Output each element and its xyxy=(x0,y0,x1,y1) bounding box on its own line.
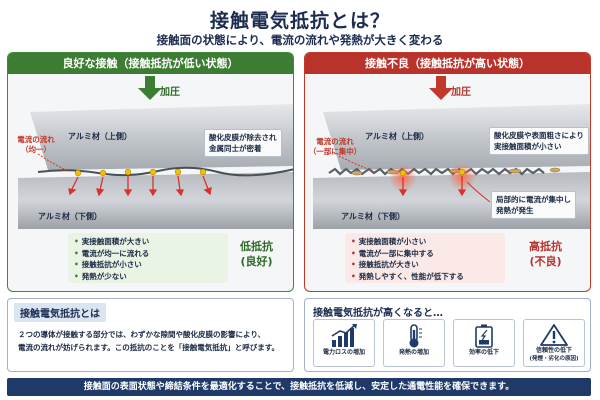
effect-card-power-loss: 電力ロスの増加 xyxy=(313,319,375,367)
page-subtitle: 接触面の状態により、電流の流れや発熱が大きく変わる xyxy=(156,33,444,47)
warning-icon xyxy=(540,324,568,346)
definition-box: 接触電気抵抗とは ２つの導体が接触する部分では、わずかな隙間や酸化皮膜の影響によ… xyxy=(7,298,294,372)
list-item: 電流が一部に集中する xyxy=(351,248,499,260)
good-bullet-list: 実接触面積が大きい 電流が均一に流れる 接触抵抗が小さい 発熱が少ない xyxy=(68,233,228,283)
thermometer-icon xyxy=(409,324,422,348)
definition-title: 接触電気抵抗とは xyxy=(14,303,106,322)
good-contact-panel: 良好な接触（接触抵抗が低い状態） xyxy=(7,52,294,292)
battery-icon xyxy=(475,324,493,348)
effects-title: 接触電気抵抗が高くなると… xyxy=(313,308,443,319)
list-item: 接触抵抗が大きい xyxy=(351,259,499,271)
bad-press-arrow xyxy=(429,76,453,100)
good-press-arrow xyxy=(138,76,162,100)
list-item: 発熱が少ない xyxy=(74,271,222,283)
list-item: 電流が均一に流れる xyxy=(74,248,222,260)
bad-contact-panel: 接触不良（接触抵抗が高い状態） 加圧 アルミ材 xyxy=(304,52,591,292)
good-callout: 酸化皮膜が除去され 金属同士が密着 xyxy=(204,129,282,157)
effect-card-heat: 発熱の増加 xyxy=(383,319,445,367)
effects-box: 接触電気抵抗が高くなると… 電力ロスの増加 発熱の増加 xyxy=(304,298,591,372)
good-verdict: 低抵抗 (良好) xyxy=(240,240,273,268)
good-flow-label: 電流の流れ （均一） xyxy=(17,135,55,154)
footer-banner: 接触面の表面状態や締結条件を最適化することで、接触抵抗を低減し、安定した通電性能… xyxy=(7,378,591,396)
list-item: 実接触面積が大きい xyxy=(74,236,222,248)
page-title: 接触電気抵抗とは？ xyxy=(209,10,390,32)
bad-callout-oxide: 酸化皮膜や表面粗さにより 実接触面積が小さい xyxy=(489,127,589,155)
effect-card-efficiency: 効率の低下 xyxy=(453,319,515,367)
good-press-label: 加圧 xyxy=(160,87,180,98)
good-panel-heading: 良好な接触（接触抵抗が低い状態） xyxy=(8,53,293,74)
bad-lower-label: アルミ材（下側） xyxy=(341,212,405,221)
bad-upper-label: アルミ材（上側） xyxy=(365,132,429,141)
effect-card-reliability: 信頼性の低下 (発煙・劣化の原因) xyxy=(523,319,585,367)
good-contact-illustration xyxy=(18,76,293,229)
bad-flow-label: 電流の流れ （一部に集中） xyxy=(308,137,362,156)
list-item: 発熱しやすく、性能が低下する xyxy=(351,271,499,283)
good-lower-block xyxy=(18,172,293,229)
list-item: 実接触面積が小さい xyxy=(351,236,499,248)
definition-text: ２つの導体が接触する部分では、わずかな隙間や酸化皮膜の影響により、 電流の流れが… xyxy=(18,330,279,352)
good-lower-label: アルミ材（下側） xyxy=(38,212,102,221)
bad-callout-heat: 局部的に電流が集中し 発熱が発生 xyxy=(491,191,576,219)
bad-panel-heading: 接触不良（接触抵抗が高い状態） xyxy=(305,53,590,74)
good-upper-label: アルミ材（上側） xyxy=(68,132,132,141)
bad-bullet-list: 実接触面積が小さい 電流が一部に集中する 接触抵抗が大きい 発熱しやすく、性能が… xyxy=(345,233,505,283)
bar-chart-icon xyxy=(331,324,357,347)
bad-press-label: 加圧 xyxy=(451,87,471,98)
good-interface-line xyxy=(37,166,293,177)
bad-interface-line xyxy=(328,167,545,176)
list-item: 接触抵抗が小さい xyxy=(74,259,222,271)
bad-verdict: 高抵抗 (不良) xyxy=(529,240,562,268)
